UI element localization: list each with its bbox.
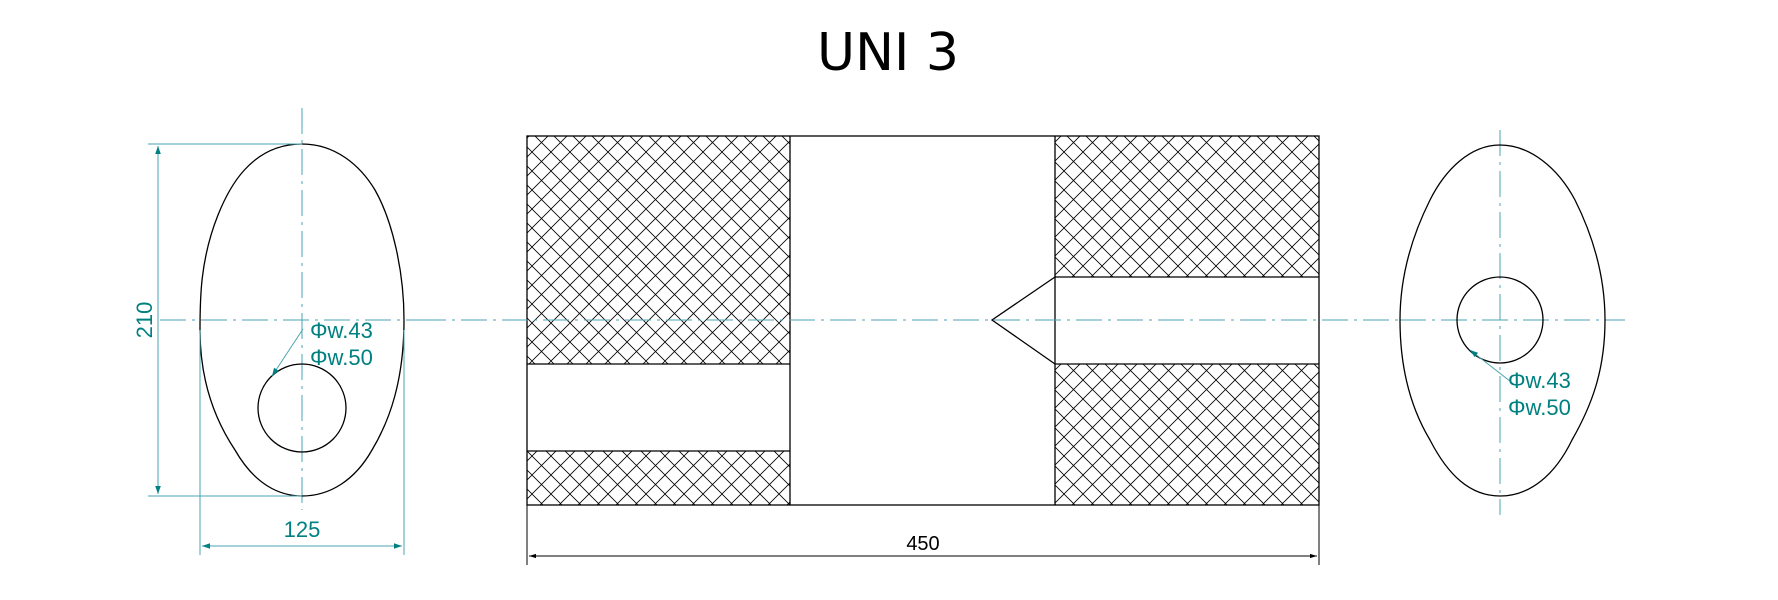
bore-hole-right (1456, 276, 1544, 364)
hole-callout-1-right: Φw.43 (1508, 368, 1571, 393)
hole-callout-2-right: Φw.50 (1508, 395, 1571, 420)
hole-leader (271, 328, 304, 377)
hatch-left-upper (527, 136, 790, 364)
height-dimension: 210 (132, 302, 157, 339)
drawing-title: UNI 3 (817, 23, 959, 83)
width-dimension: 125 (284, 517, 321, 542)
hatch-left-lower (527, 451, 790, 505)
hatch-right-upper (1055, 136, 1319, 277)
left-end-view: 210 125 Φw.43 Φw.50 (132, 108, 420, 555)
length-dimension: 450 (906, 533, 939, 555)
hole-callout-1: Φw.43 (310, 318, 373, 343)
side-section-view: 450 (420, 135, 1400, 565)
hatch-right-lower (1055, 364, 1319, 505)
egg-profile-right (1399, 144, 1606, 497)
drill-point (990, 276, 1056, 365)
bore-hole (257, 363, 347, 453)
right-end-view: Φw.43 Φw.50 (1399, 130, 1625, 515)
hole-leader-right (1469, 349, 1516, 386)
hole-callout-2: Φw.50 (310, 345, 373, 370)
